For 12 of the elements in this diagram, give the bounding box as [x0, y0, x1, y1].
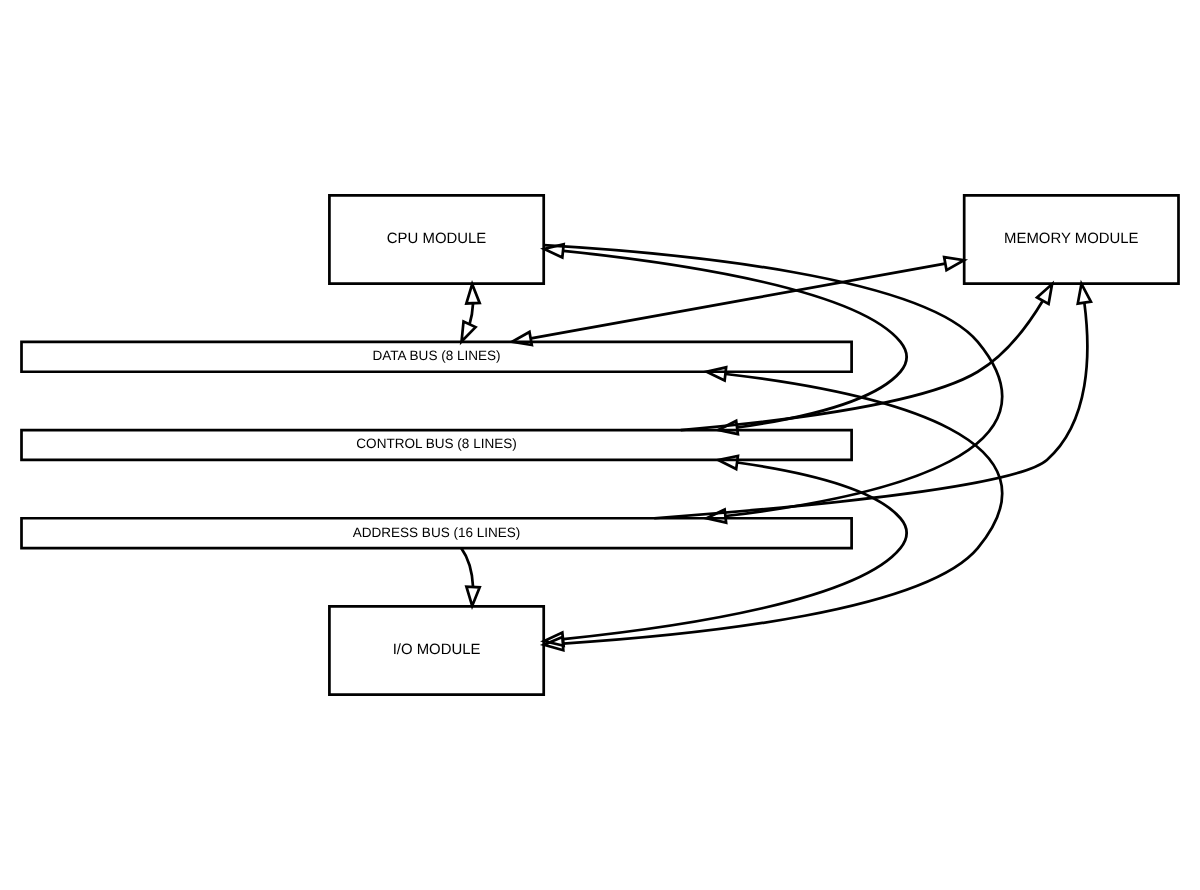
arrow	[460, 547, 482, 611]
arrow	[543, 243, 1004, 525]
arrow	[539, 365, 1004, 653]
arrow	[540, 454, 908, 648]
node-box: I/O MODULE	[328, 605, 546, 696]
arrow	[654, 279, 1093, 520]
node-box: MEMORY MODULE	[962, 194, 1180, 285]
arrow	[680, 280, 1055, 432]
arrow	[507, 255, 969, 347]
arrow	[540, 242, 908, 436]
node-box: CPU MODULE	[328, 194, 546, 285]
arrow	[459, 280, 482, 346]
